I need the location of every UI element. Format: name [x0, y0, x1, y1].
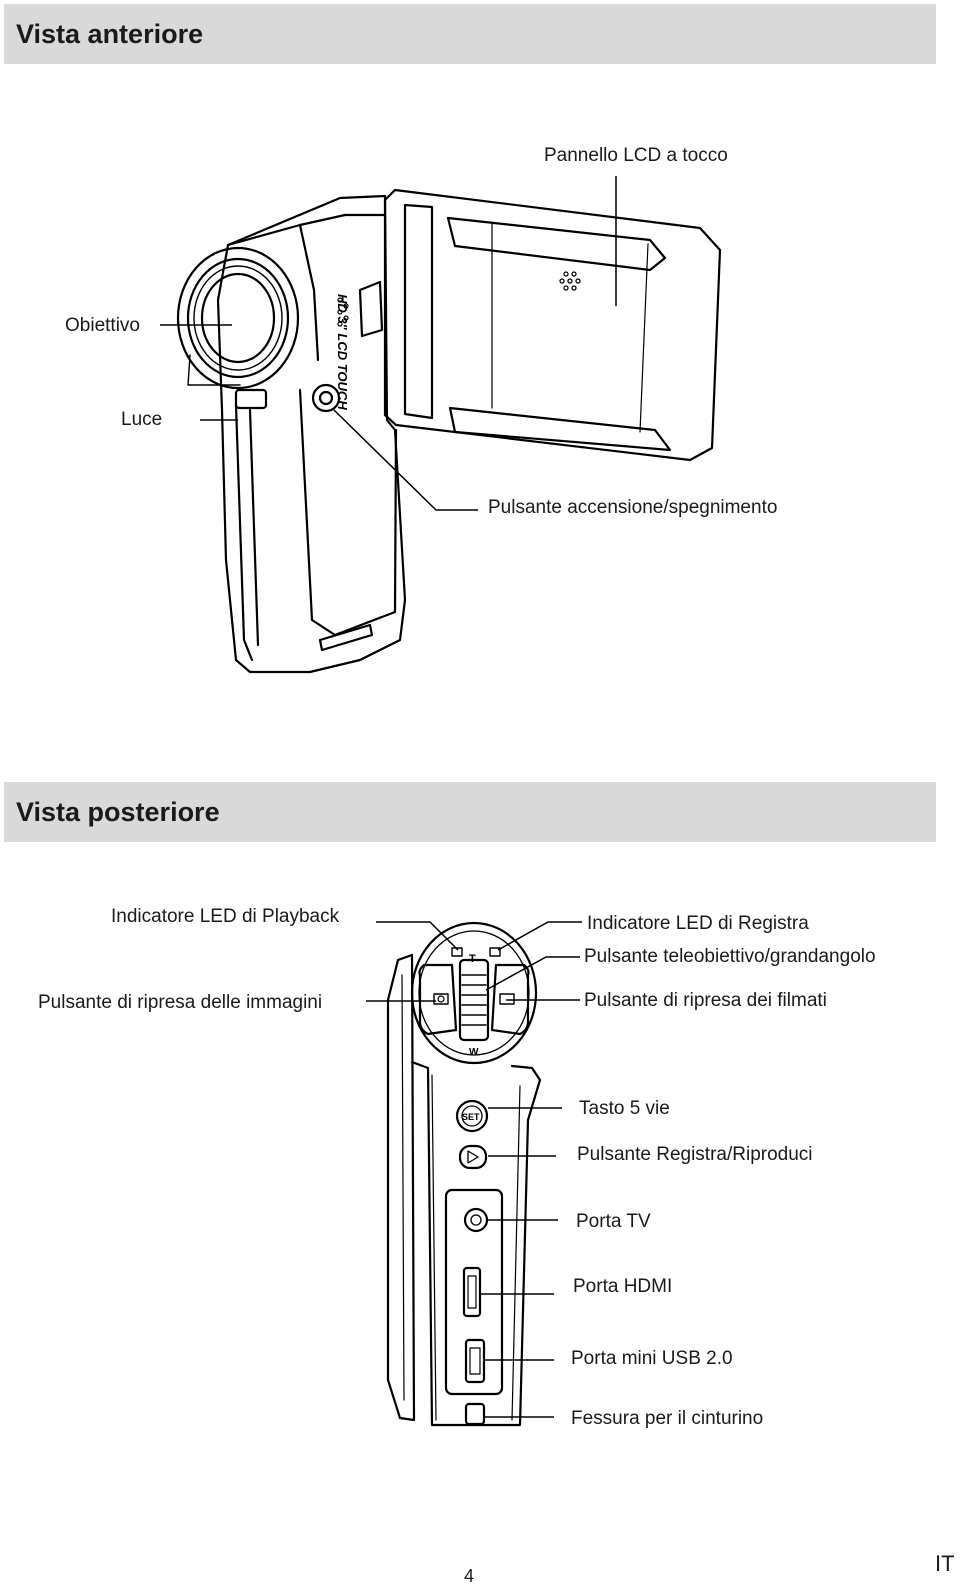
- hdmi-port-label: Porta HDMI: [573, 1276, 673, 1297]
- front-camcorder-drawing: [176, 188, 722, 674]
- zoom-slider: [458, 958, 490, 1042]
- tele-label: T: [469, 953, 476, 965]
- lens-outer-ring: [176, 246, 300, 390]
- photo-button: [418, 963, 458, 1036]
- tv-port-label: Porta TV: [576, 1211, 651, 1232]
- tv-port: [463, 1207, 489, 1233]
- photo-button-label: Pulsante di ripresa delle immagini: [38, 992, 323, 1013]
- port-cover: [444, 1188, 504, 1396]
- control-dial: [410, 921, 538, 1065]
- front-light: [234, 388, 268, 410]
- rear-view-title: Vista posteriore: [16, 797, 220, 827]
- power-button-label: Pulsante accensione/spegnimento: [488, 497, 778, 518]
- video-button-label: Pulsante di ripresa dei filmati: [584, 990, 827, 1011]
- microphone-grille: [337, 297, 349, 327]
- zoom-button-label: Pulsante teleobiettivo/grandangolo: [584, 946, 876, 967]
- front-view-title: Vista anteriore: [16, 19, 204, 49]
- record-led-label: Indicatore LED di Registra: [587, 913, 809, 934]
- usb-port-label: Porta mini USB 2.0: [571, 1348, 733, 1369]
- front-view-header: Vista anteriore: [4, 4, 936, 64]
- rec-play-button-label: Pulsante Registra/Riproduci: [577, 1144, 813, 1165]
- language-code: IT: [935, 1551, 955, 1576]
- rear-camcorder-drawing: [386, 921, 542, 1427]
- hdmi-port: [462, 1266, 482, 1318]
- lcd-panel: [383, 188, 722, 462]
- page-number: 4: [464, 1566, 475, 1586]
- lcd-touch-panel-label: Pannello LCD a tocco: [544, 145, 728, 166]
- lcd-branding-text: HD 3" LCD TOUCH: [335, 294, 350, 410]
- video-button: [490, 963, 530, 1036]
- set-label: SET: [462, 1112, 480, 1122]
- lcd-speaker-grille: [559, 271, 581, 291]
- wide-label: W: [469, 1047, 479, 1058]
- rear-callout-lines: [366, 921, 582, 1418]
- five-way-key-label: Tasto 5 vie: [579, 1098, 670, 1119]
- lens-label: Obiettivo: [65, 315, 140, 336]
- usb-port: [464, 1338, 486, 1384]
- strap-slot-label: Fessura per il cinturino: [571, 1408, 764, 1429]
- rear-view-header: Vista posteriore: [4, 782, 936, 842]
- record-led: [489, 947, 501, 957]
- lens-glass: [200, 272, 276, 364]
- light-label: Luce: [121, 409, 163, 430]
- front-callout-lines: [160, 176, 617, 511]
- playback-led-label: Indicatore LED di Playback: [111, 906, 340, 927]
- power-button: [311, 383, 341, 413]
- five-way-button: [455, 1099, 489, 1133]
- strap-slot: [464, 1402, 486, 1426]
- rec-play-button: [458, 1144, 488, 1170]
